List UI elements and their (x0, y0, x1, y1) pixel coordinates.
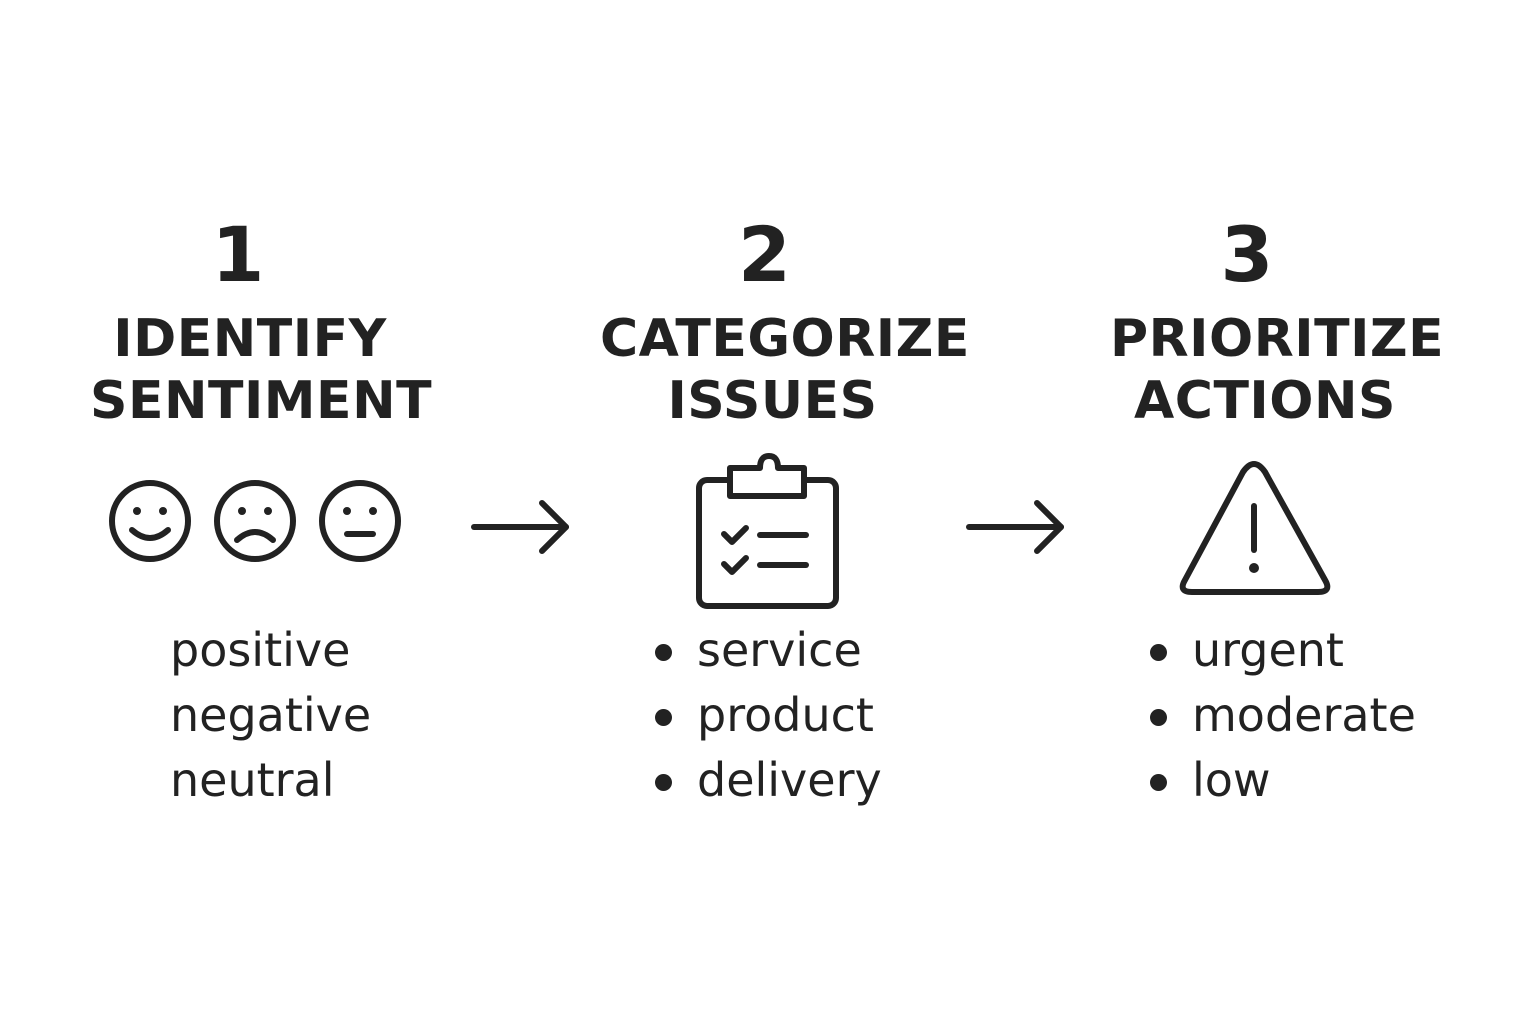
list-item: positive (170, 623, 351, 677)
step-title: IDENTIFY SENTIMENT (90, 308, 433, 432)
step-title-line: ISSUES (667, 371, 878, 431)
step-title-line: CATEGORIZE (600, 309, 970, 369)
step-title-line: SENTIMENT (90, 371, 433, 431)
frowning-face-icon (214, 480, 296, 562)
sentiment-list: positive negative neutral (170, 618, 371, 813)
clipboard-checklist-icon (696, 453, 839, 609)
right-arrow-icon (471, 500, 569, 554)
step-prioritize-actions: 3 PRIORITIZE ACTIONS urgent moderate low (1110, 0, 1445, 1024)
right-arrow-icon (966, 500, 1064, 554)
warning-triangle-icon (1179, 461, 1331, 595)
step-number: 2 (738, 210, 791, 299)
priority-list: urgent moderate low (1150, 618, 1416, 813)
step-categorize-issues: 2 CATEGORIZE ISSUES service product deli… (600, 0, 970, 1024)
sentiment-faces (109, 480, 401, 562)
list-item: product (655, 683, 882, 748)
step-title: PRIORITIZE ACTIONS (1110, 308, 1445, 432)
list-item: delivery (655, 748, 882, 813)
list-item: moderate (1150, 683, 1416, 748)
list-item: service (655, 618, 882, 683)
step-title: CATEGORIZE ISSUES (600, 308, 970, 432)
list-item: urgent (1150, 618, 1416, 683)
step-number: 1 (211, 210, 265, 299)
list-item: low (1150, 748, 1416, 813)
step-number: 3 (1220, 210, 1274, 299)
issue-category-list: service product delivery (655, 618, 882, 813)
step-title-line: ACTIONS (1134, 371, 1396, 431)
list-item: neutral (170, 753, 335, 807)
step-title-line: IDENTIFY (113, 309, 387, 369)
neutral-face-icon (319, 480, 401, 562)
step-identify-sentiment: 1 IDENTIFY SENTIMENT positive negative n… (90, 0, 433, 1024)
smiling-face-icon (109, 480, 191, 562)
step-title-line: PRIORITIZE (1110, 309, 1445, 369)
list-item: negative (170, 688, 372, 742)
